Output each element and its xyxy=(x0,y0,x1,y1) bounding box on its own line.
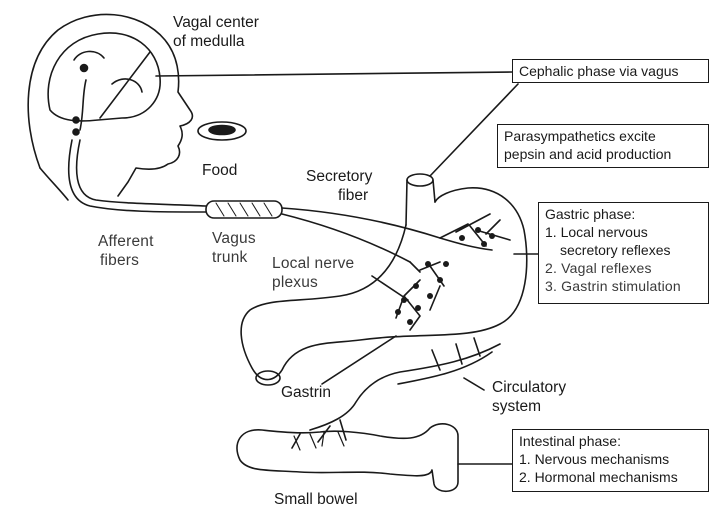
cephalic-phase-text: Cephalic phase via vagus xyxy=(519,62,702,80)
gastric-phase-item-3: 3. Gastrin stimulation xyxy=(545,277,702,295)
brainstem-node xyxy=(73,117,79,123)
gastric-phase-title: Gastric phase: xyxy=(545,205,702,223)
small-bowel-label: Small bowel xyxy=(274,490,358,509)
local-nerve-plexus-label-line1: Local nerve xyxy=(272,254,354,273)
head-neck-back xyxy=(40,168,68,200)
esophagus-opening xyxy=(407,174,433,186)
vagal-center-node xyxy=(81,65,88,72)
nerve-nodes xyxy=(395,227,495,325)
parasympathetics-line1: Parasympathetics excite xyxy=(504,127,702,145)
local-plexus-pointer xyxy=(372,276,408,300)
vagal-center-label-line1: Vagal center xyxy=(173,13,259,32)
cephalic-phase-box: Cephalic phase via vagus xyxy=(512,59,709,83)
intestinal-phase-item-2: 2. Hormonal mechanisms xyxy=(519,468,702,486)
circulatory-vessel xyxy=(310,344,500,430)
vagal-center-pointer xyxy=(100,52,150,118)
brain-fold xyxy=(74,51,104,60)
intestinal-phase-box: Intestinal phase: 1. Nervous mechanisms … xyxy=(512,429,709,492)
vagus-nerve-cord-2 xyxy=(77,140,206,206)
gastric-phase-item-1-cont: secretory reflexes xyxy=(545,241,702,259)
brain-fold-2 xyxy=(112,79,142,92)
intestinal-phase-title: Intestinal phase: xyxy=(519,432,702,450)
intestinal-phase-item-1: 1. Nervous mechanisms xyxy=(519,450,702,468)
food-label: Food xyxy=(202,161,237,180)
circulatory-pointer xyxy=(464,378,484,390)
gastric-phase-item-1: 1. Local nervous xyxy=(545,223,702,241)
circulatory-system-label-line2: system xyxy=(492,397,566,416)
afferent-fibers-label-line2: fibers xyxy=(98,251,154,270)
circulatory-system-label: Circulatory system xyxy=(492,378,566,416)
vagus-trunk-label-line2: trunk xyxy=(212,248,256,267)
gastric-phase-box: Gastric phase: 1. Local nervous secretor… xyxy=(538,202,709,304)
secretory-fiber-label-line2: fiber xyxy=(306,186,372,205)
parasympathetics-box: Parasympathetics excite pepsin and acid … xyxy=(497,124,709,168)
food-dish-center xyxy=(209,126,235,135)
gastric-phase-item-2: 2. Vagal reflexes xyxy=(545,259,702,277)
vagus-trunk-hatch xyxy=(216,203,272,216)
circulatory-vessel-2 xyxy=(398,352,492,384)
stomach-nerve-branches xyxy=(396,214,510,330)
brain-outline xyxy=(48,33,160,121)
vagus-trunk-label-line1: Vagus xyxy=(212,229,256,248)
gastrin-label: Gastrin xyxy=(281,383,331,402)
circulatory-system-label-line1: Circulatory xyxy=(492,378,566,397)
local-nerve-plexus-label: Local nerve plexus xyxy=(272,254,354,292)
local-nerve-plexus-label-line2: plexus xyxy=(272,273,354,292)
cephalic-pointer-line xyxy=(156,72,512,76)
afferent-fibers-label: Afferent fibers xyxy=(98,232,154,270)
brainstem xyxy=(80,80,86,130)
afferent-fibers-label-line1: Afferent xyxy=(98,232,154,251)
vagal-center-label: Vagal center of medulla xyxy=(173,13,259,51)
brainstem-node xyxy=(73,129,79,135)
vagus-nerve-cord xyxy=(69,140,206,212)
vagus-trunk-label: Vagus trunk xyxy=(212,229,256,267)
secretory-fiber-label: Secretory fiber xyxy=(306,167,372,205)
secretory-fiber-label-line1: Secretory xyxy=(306,167,372,186)
vagal-center-label-line2: of medulla xyxy=(173,32,259,51)
parasympathetics-line2: pepsin and acid production xyxy=(504,145,702,163)
small-bowel-outline xyxy=(237,424,458,491)
